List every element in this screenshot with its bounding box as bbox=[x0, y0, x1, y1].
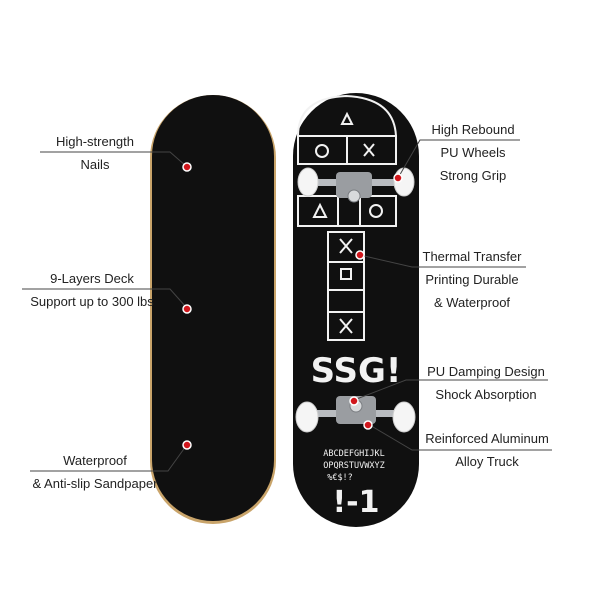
grip-deck-surface bbox=[152, 95, 274, 521]
callout-truck-line-1: Reinforced Aluminum bbox=[425, 431, 549, 446]
circle-icon bbox=[369, 204, 383, 218]
callout-dot-wheels bbox=[393, 173, 403, 183]
kingpin bbox=[347, 189, 361, 203]
bottom-truck-assembly bbox=[295, 396, 416, 433]
callout-sandpaper-line-1: Waterproof bbox=[63, 453, 127, 468]
callout-printing: Thermal Transfer Printing Durable & Wate… bbox=[412, 245, 532, 314]
deck-alphabet-line-1: ABCDEFGHIJKL bbox=[323, 449, 384, 459]
cross-icon bbox=[339, 318, 353, 334]
callout-nails-line-2: Nails bbox=[80, 157, 110, 172]
callout-sandpaper: Waterproof & Anti-slip Sandpaper bbox=[20, 449, 170, 495]
callout-wheels-line-3: Strong Grip bbox=[439, 168, 507, 183]
grip-deck bbox=[150, 95, 276, 524]
callout-dot-sandpaper bbox=[182, 440, 192, 450]
triangle-icon bbox=[340, 111, 354, 125]
top-truck-assembly bbox=[297, 167, 415, 203]
callout-sandpaper-line-2: & Anti-slip Sandpaper bbox=[32, 476, 158, 491]
deck-brand: SSG! bbox=[311, 351, 402, 391]
callout-printing-line-2: Printing Durable bbox=[425, 272, 519, 287]
truck-baseplate bbox=[336, 172, 372, 198]
triangle-icon bbox=[312, 202, 328, 218]
callout-damping: PU Damping Design Shock Absorption bbox=[416, 360, 556, 406]
wheel-left bbox=[295, 401, 319, 433]
callout-deck-layers-line-2: Support up to 300 lbs bbox=[30, 294, 154, 309]
callout-wheels-line-1: High Rebound bbox=[431, 122, 515, 137]
callout-dot-nails bbox=[182, 162, 192, 172]
callout-truck-line-2: Alloy Truck bbox=[455, 454, 519, 469]
graphic-deck: SSG! ABCDEFGHIJKL OPQRSTUVWXYZ %€$!? !-1 bbox=[293, 93, 419, 527]
callout-printing-line-1: Thermal Transfer bbox=[422, 249, 522, 264]
callout-deck-layers-line-1: 9-Layers Deck bbox=[50, 271, 134, 286]
callout-deck-layers: 9-Layers Deck Support up to 300 lbs bbox=[18, 267, 166, 313]
deck-alphabet-line-3: %€$!? bbox=[327, 473, 353, 483]
callout-lines bbox=[22, 139, 552, 472]
callout-nails: High-strength Nails bbox=[40, 130, 150, 176]
callout-truck: Reinforced Aluminum Alloy Truck bbox=[412, 427, 562, 473]
circle-icon bbox=[315, 144, 329, 158]
callout-dots bbox=[182, 162, 403, 450]
cross-icon bbox=[363, 143, 375, 157]
callout-wheels: High Rebound PU Wheels Strong Grip bbox=[418, 118, 528, 187]
callout-dot-printing bbox=[355, 250, 365, 260]
callout-dot-damping bbox=[349, 396, 359, 406]
callout-wheels-line-2: PU Wheels bbox=[440, 145, 506, 160]
callout-dot-truck bbox=[363, 420, 373, 430]
deck-number: !-1 bbox=[332, 485, 379, 520]
graphic-deck-surface bbox=[293, 93, 419, 527]
cross-icon bbox=[339, 238, 353, 254]
square-icon bbox=[340, 268, 352, 280]
callout-damping-line-1: PU Damping Design bbox=[427, 364, 545, 379]
wheel-left bbox=[297, 167, 319, 197]
wheel-right bbox=[392, 401, 416, 433]
callout-printing-line-3: & Waterproof bbox=[433, 295, 511, 310]
callout-nails-line-1: High-strength bbox=[55, 134, 135, 149]
callout-damping-line-2: Shock Absorption bbox=[435, 387, 537, 402]
hopscotch-chalk-art bbox=[296, 94, 398, 341]
deck-alphabet-line-2: OPQRSTUVWXYZ bbox=[323, 461, 384, 471]
callout-dot-deck bbox=[182, 304, 192, 314]
